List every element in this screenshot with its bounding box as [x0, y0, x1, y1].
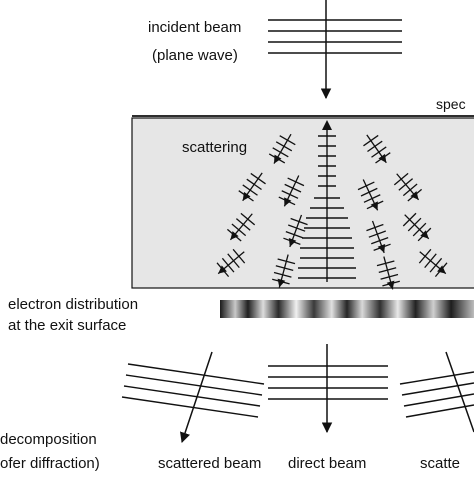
incident-wavefronts — [268, 19, 402, 54]
scattered-beam-left-wavefronts — [121, 363, 265, 418]
direct-beam-wavefronts — [268, 365, 388, 400]
scattered-wavelet-9 — [393, 172, 423, 202]
scattered-wavelet-7 — [272, 254, 296, 288]
scattered-wavelet-4 — [226, 212, 256, 242]
specimen — [131, 117, 474, 289]
scattered-wavelet-10 — [357, 179, 384, 211]
electron-distribution-label: electron distribution — [8, 296, 139, 313]
incident-beam-label: incident beam — [148, 19, 242, 36]
direct-wave-column — [298, 126, 356, 282]
scattered-wavelet-3 — [278, 175, 305, 207]
exit-surface-label: at the exit surface — [8, 317, 127, 334]
scattered-wavelet-12 — [366, 220, 391, 254]
scattered-wavelet-14 — [376, 256, 400, 290]
direct-beam-label: direct beam — [288, 455, 367, 472]
scattered-wavelet-6 — [216, 248, 246, 278]
scattered-beam-left-arrow — [180, 351, 213, 443]
scattered-beam-right-arrow — [445, 351, 474, 433]
scattered-wavelet-13 — [418, 248, 448, 278]
scattered-beam-right-label: scatte — [420, 455, 461, 472]
scattered-wavelet-11 — [402, 212, 432, 242]
direct-column-arrowhead — [322, 120, 332, 130]
plane-wave-label: (plane wave) — [152, 47, 238, 64]
scattered-wavelet-1 — [268, 133, 296, 164]
scattered-wavelets — [216, 133, 448, 290]
specimen-label: spec — [436, 96, 466, 112]
scattered-beam-left-label: scattered beam — [158, 455, 262, 472]
scattering-label: scattering — [182, 139, 248, 156]
scattered-wavelet-8 — [363, 134, 391, 164]
exit-surface-distribution — [220, 300, 474, 318]
scattered-wavelet-5 — [283, 214, 308, 248]
decomposition-label: decomposition — [0, 431, 97, 448]
scattered-beam-right-wavefronts — [399, 371, 474, 418]
fraunhofer-label: ofer diffraction) — [0, 455, 100, 472]
scattered-wavelet-2 — [238, 172, 266, 202]
